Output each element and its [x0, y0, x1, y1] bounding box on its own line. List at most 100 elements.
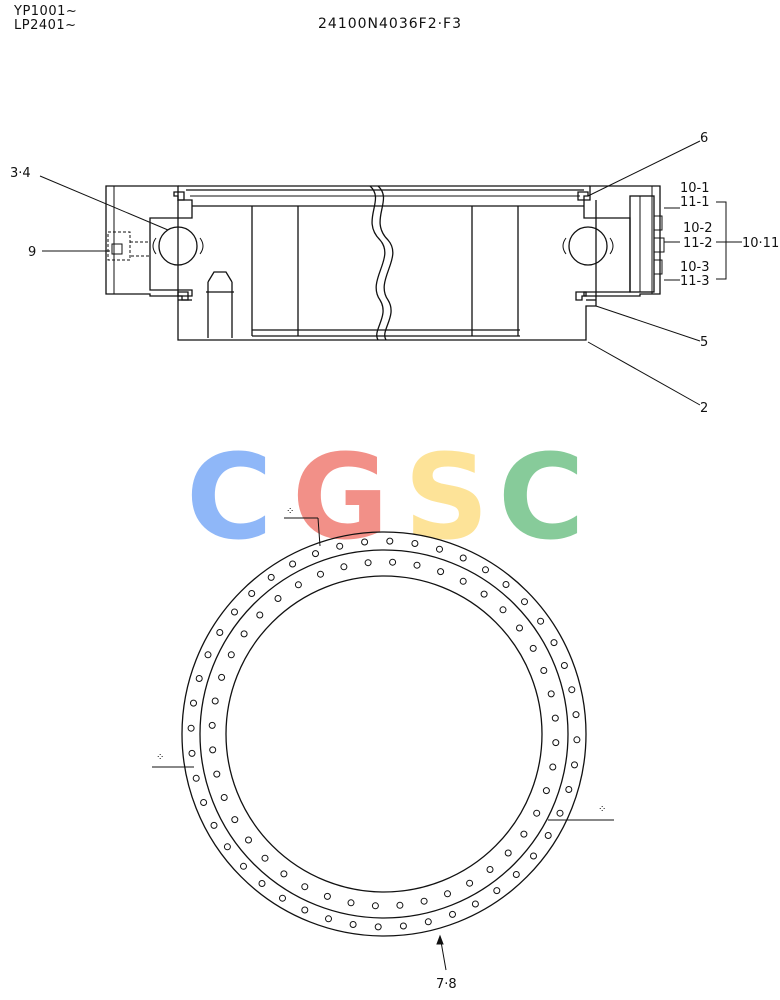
inner-bolt-hole	[218, 673, 226, 681]
outer-bolt-hole	[258, 880, 266, 887]
ball-right	[568, 226, 608, 266]
inner-bolt-hole	[413, 561, 421, 569]
callout-10-2: 10-2	[683, 221, 713, 236]
marker-symbol-top: ⁘	[286, 506, 294, 517]
outer-bolt-hole	[325, 915, 332, 923]
outer-bolt-hole	[530, 852, 537, 860]
callout-3-4: 3·4	[10, 166, 31, 181]
callout-11-3: 11-3	[680, 274, 710, 289]
outer-bolt-hole	[502, 581, 510, 588]
outer-bolt-hole	[192, 774, 200, 782]
outer-bolt-hole	[386, 537, 394, 545]
outer-bolt-hole	[301, 906, 309, 914]
outer-bolt-hole	[231, 608, 238, 616]
outer-bolt-hole	[240, 862, 247, 870]
callout-11-2: 11-2	[683, 236, 713, 251]
outer-bolt-hole	[568, 686, 576, 694]
inner-bolt-hole	[486, 866, 494, 873]
inner-bolt-hole	[256, 611, 264, 619]
outer-bolt-hole	[336, 542, 344, 550]
inner-bolt-hole	[220, 794, 228, 801]
inner-bolt-hole	[504, 849, 512, 857]
inner-bolt-hole	[466, 879, 474, 887]
inner-bolt-hole	[240, 630, 248, 638]
outer-bolt-hole	[571, 761, 578, 769]
callout-10-3: 10-3	[680, 260, 710, 275]
inner-bolt-hole	[364, 559, 372, 567]
inner-ring	[177, 200, 597, 341]
inner-bolt-hole	[261, 854, 269, 862]
inner-bolt-hole	[231, 816, 239, 824]
model-range-b: LP2401~	[14, 18, 77, 33]
outer-bolt-hole	[216, 629, 224, 636]
outer-bolt-hole	[572, 711, 580, 719]
bolt-inner	[206, 271, 234, 338]
inner-bolt-hole	[245, 836, 252, 844]
outer-bolt-hole	[248, 590, 256, 597]
fitting-stack	[629, 195, 655, 293]
outer-bolt-hole	[556, 809, 564, 817]
inner-bolt-hole	[209, 746, 217, 754]
inner-bolt-hole	[208, 721, 216, 729]
inner-circle	[225, 575, 543, 893]
callout-6: 6	[700, 131, 708, 146]
outer-bolt-hole	[471, 900, 479, 908]
outer-bolt-hole	[267, 573, 275, 581]
marker-symbol-left: ⁘	[156, 752, 164, 763]
seal-top-left	[173, 191, 185, 201]
outer-bolt-hole	[544, 832, 552, 839]
bearing-section-view	[105, 185, 665, 341]
inner-bolt-hole	[227, 651, 235, 659]
inner-bolt-hole	[280, 870, 288, 878]
inner-bolt-hole	[540, 667, 548, 674]
inner-bolt-hole	[347, 899, 355, 907]
outer-bolt-hole	[195, 675, 203, 682]
outer-bolt-hole	[374, 923, 382, 931]
cgsc-watermark: C G S C	[186, 428, 585, 566]
inner-bolt-hole	[444, 890, 451, 898]
callout-2: 2	[700, 401, 708, 416]
inner-bolt-hole	[389, 558, 397, 566]
seal-bottom-right	[575, 291, 587, 301]
inner-bolt-hole	[294, 581, 302, 589]
inner-bolt-hole	[480, 590, 488, 598]
outer-bolt-hole	[190, 699, 197, 707]
outer-bolt-hole	[512, 871, 520, 878]
inner-bolt-hole	[551, 714, 559, 722]
inner-bolt-hole	[437, 568, 445, 576]
inner-bolt-hole	[542, 787, 550, 795]
outer-bolt-hole	[537, 617, 545, 625]
outer-bolt-hole	[204, 651, 212, 659]
bearing-plan-view: ⁘ ⁘ ⁘	[152, 506, 614, 971]
inner-bolt-hole	[396, 901, 404, 909]
outer-bolt-hole	[349, 921, 357, 928]
outer-bolt-hole	[565, 786, 573, 793]
outer-circle	[181, 531, 587, 937]
inner-bolt-hole	[323, 892, 331, 900]
break-line	[369, 185, 386, 341]
outer-bolt-hole	[436, 545, 443, 553]
inner-bolt-hole	[516, 624, 523, 632]
inner-bolt-hole	[520, 830, 528, 838]
watermark-letter-c2: C	[498, 428, 585, 566]
inner-bolt-hole	[371, 902, 379, 910]
outer-bolt-hole	[424, 918, 432, 926]
watermark-letter-g: G	[292, 428, 389, 566]
inner-bolt-hole	[301, 883, 309, 891]
outer-bolt-hole	[459, 554, 467, 562]
inner-bolt-hole	[274, 595, 282, 602]
outer-bolt-hole	[493, 887, 501, 895]
outer-ring-left	[105, 185, 193, 297]
watermark-letter-c1: C	[186, 428, 273, 566]
outer-bolt-holes	[187, 537, 581, 931]
inner-bolt-hole	[213, 770, 221, 778]
outer-bolt-hole	[449, 910, 456, 918]
callout-10-11: 10·11	[742, 236, 779, 251]
middle-circle	[199, 549, 569, 919]
inner-bolt-hole	[317, 570, 324, 578]
part-number-title: 24100N4036F2·F3	[318, 16, 463, 32]
outer-bolt-hole	[188, 749, 196, 757]
callout-5: 5	[700, 335, 708, 350]
outer-bolt-hole	[312, 550, 319, 558]
